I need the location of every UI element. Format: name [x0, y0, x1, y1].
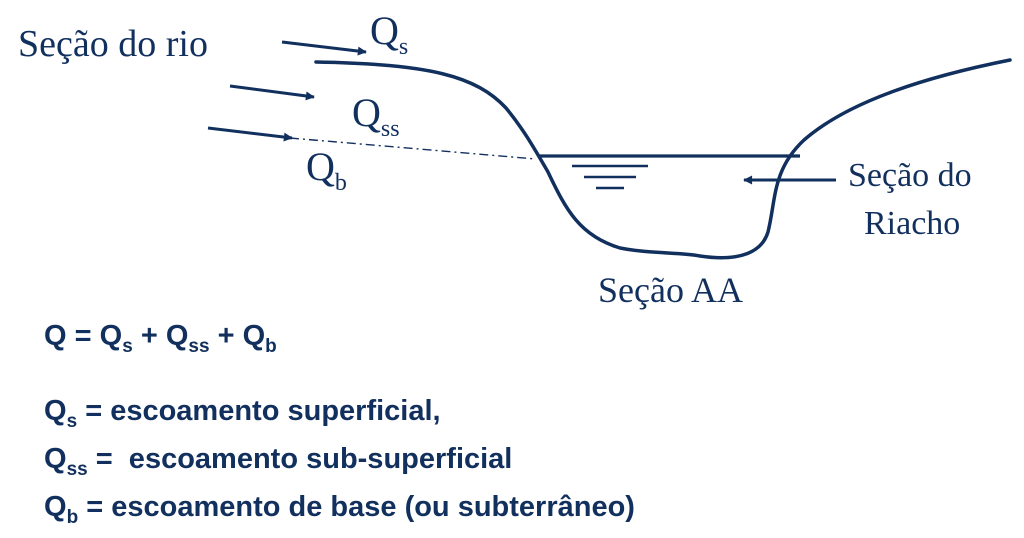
groundwater-table-line	[289, 137, 537, 160]
water-level-symbol-icon	[572, 164, 648, 190]
river-section-label: Seção do rio	[18, 23, 208, 65]
qss-flow-label: Qss	[352, 90, 400, 142]
base-flow-arrow	[207, 126, 293, 142]
stream-section-label-line1: Seção do	[848, 157, 972, 194]
section-aa-label: Seção AA	[598, 270, 743, 310]
qs-flow-label: Qs	[370, 8, 408, 60]
terrain-channel-profile	[314, 58, 1012, 260]
flow-sum-equation: Q = Qs + Qss + Qb	[44, 320, 277, 357]
stream-section-label-line2: Riacho	[864, 205, 960, 242]
definition-base-flow: Qb = escoamento de base (ou subterrâneo)	[44, 491, 635, 528]
river-section-arrow	[281, 40, 367, 56]
qb-flow-label: Qb	[306, 144, 347, 196]
subsurface-flow-arrow	[229, 84, 315, 101]
definition-surface-runoff: Qs = escoamento superficial,	[44, 395, 441, 432]
definition-subsurface-flow: Qss = escoamento sub-superficial	[44, 443, 513, 480]
river-cross-section-diagram: Seção do rio Qs Qss Qb Seção do Riacho S…	[18, 8, 1012, 310]
